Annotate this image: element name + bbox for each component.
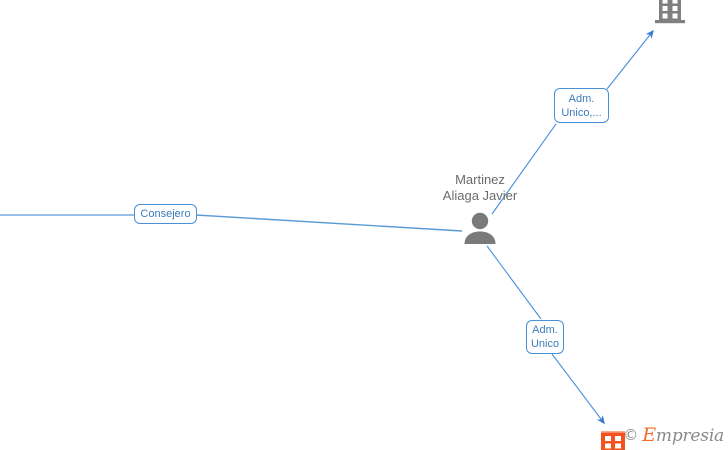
edge-label-adm-unico-top[interactable]: Adm. Unico,...: [554, 88, 609, 123]
edge-label-adm-unico-bottom[interactable]: Adm. Unico: [526, 320, 564, 354]
node-company-orange[interactable]: [600, 430, 626, 450]
edge-line-adm-unico-bottom-upper: [486, 245, 542, 320]
edge-line-adm-unico-bottom-lower: [551, 353, 605, 425]
watermark: © Empresia: [623, 424, 724, 446]
node-company-gray[interactable]: [653, 0, 687, 24]
edge-line-adm-unico-top-upper: [606, 29, 654, 90]
company-building-icon: [655, 0, 685, 24]
brand-rest: mpresia: [655, 426, 724, 446]
person-icon: [464, 212, 496, 244]
edge-label-consejero[interactable]: Consejero: [134, 204, 197, 224]
edge-line-adm-unico-top-lower: [491, 123, 557, 215]
company-building-icon: [601, 431, 625, 450]
copyright-icon: ©: [623, 426, 639, 444]
brand-initial: E: [642, 424, 656, 446]
person-node-label: Martinez Aliaga Javier: [442, 172, 518, 203]
edge-line-consejero-right: [195, 214, 463, 232]
node-person-martinez-aliaga-javier[interactable]: [455, 212, 505, 244]
brand-name: Empresia: [642, 424, 724, 446]
